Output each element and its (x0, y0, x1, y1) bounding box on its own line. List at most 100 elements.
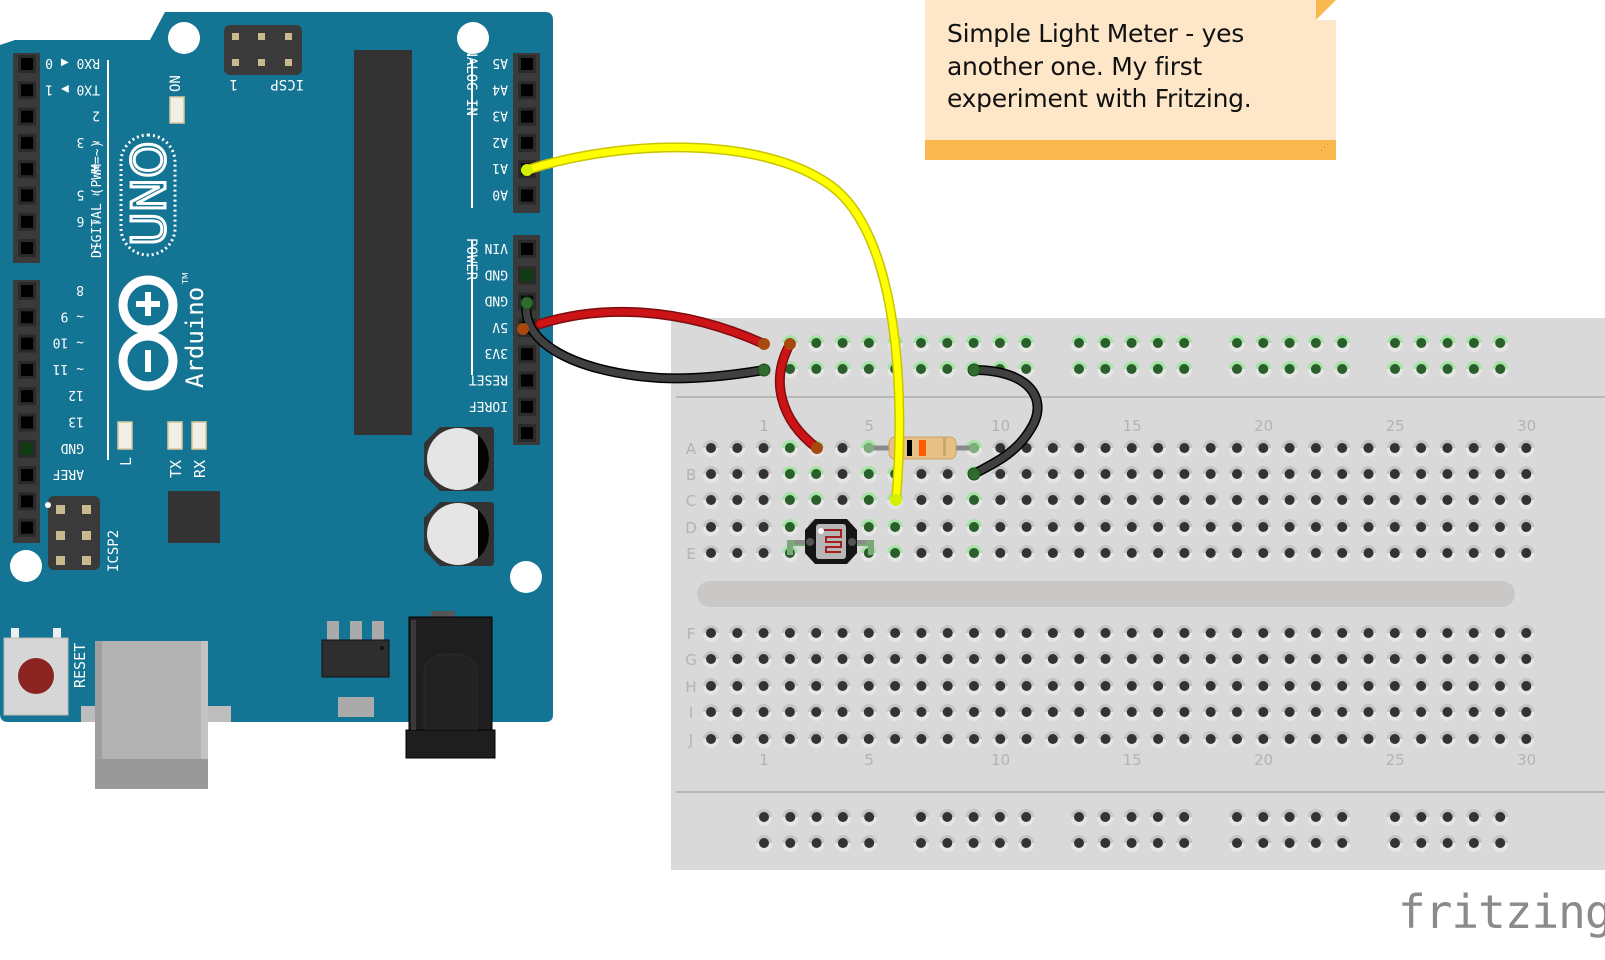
red-wire-5v[interactable] (517, 306, 770, 350)
power-rail-hole[interactable] (1123, 809, 1140, 826)
breadboard-hole[interactable] (729, 519, 746, 536)
breadboard-hole[interactable] (1360, 678, 1377, 695)
power-rail-hole[interactable] (1387, 361, 1403, 378)
power-rail-hole[interactable] (1307, 361, 1324, 378)
breadboard-hole[interactable] (755, 466, 772, 483)
power-rail-hole[interactable] (1176, 335, 1193, 352)
resize-grip-icon[interactable]: ⋰ (1320, 143, 1330, 153)
breadboard-hole[interactable] (860, 492, 877, 509)
breadboard-hole[interactable] (1334, 651, 1351, 668)
analog-pin-a3[interactable] (518, 107, 536, 126)
breadboard-hole[interactable] (1518, 651, 1535, 668)
breadboard-hole[interactable] (1229, 704, 1245, 721)
breadboard-hole[interactable] (1071, 625, 1088, 642)
breadboard-hole[interactable] (1150, 492, 1167, 509)
breadboard-hole[interactable] (1018, 466, 1035, 483)
breadboard-hole[interactable] (1281, 625, 1298, 642)
breadboard-hole[interactable] (860, 651, 877, 668)
breadboard-hole[interactable] (887, 704, 904, 721)
breadboard-hole[interactable] (1097, 519, 1114, 536)
breadboard-hole[interactable] (1150, 731, 1167, 748)
breadboard-hole[interactable] (703, 545, 719, 562)
breadboard-hole[interactable] (1439, 704, 1456, 721)
digital-pin[interactable] (18, 107, 36, 126)
breadboard-hole[interactable] (860, 625, 877, 642)
power-rail-hole[interactable] (1176, 835, 1193, 852)
breadboard-hole[interactable] (1360, 492, 1377, 509)
power-rail-hole[interactable] (913, 809, 929, 826)
breadboard-hole[interactable] (1281, 440, 1298, 457)
breadboard-hole[interactable] (781, 625, 798, 642)
breadboard-hole[interactable] (834, 731, 851, 748)
breadboard-hole[interactable] (834, 704, 851, 721)
breadboard-hole[interactable] (1255, 440, 1272, 457)
breadboard-hole[interactable] (1176, 704, 1193, 721)
breadboard-hole[interactable] (1255, 704, 1272, 721)
breadboard-hole[interactable] (703, 492, 719, 509)
breadboard-hole[interactable] (1018, 731, 1035, 748)
breadboard-hole[interactable] (1255, 545, 1272, 562)
breadboard-hole[interactable] (1465, 704, 1482, 721)
power-rail-hole[interactable] (991, 809, 1008, 826)
breadboard-hole[interactable] (1307, 492, 1324, 509)
breadboard-hole[interactable] (1176, 678, 1193, 695)
breadboard-hole[interactable] (1307, 678, 1324, 695)
breadboard-hole[interactable] (1307, 651, 1324, 668)
breadboard-hole[interactable] (1150, 625, 1167, 642)
power-rail-hole[interactable] (861, 835, 878, 852)
breadboard-hole[interactable] (1097, 625, 1114, 642)
breadboard-hole[interactable] (1018, 519, 1035, 536)
breadboard-hole[interactable] (939, 466, 956, 483)
breadboard-hole[interactable] (939, 704, 956, 721)
power-rail-hole[interactable] (1492, 809, 1509, 826)
breadboard-hole[interactable] (1123, 466, 1140, 483)
breadboard-hole[interactable] (939, 731, 956, 748)
power-rail-hole[interactable] (834, 835, 851, 852)
breadboard-hole[interactable] (781, 731, 798, 748)
breadboard-hole[interactable] (1360, 519, 1377, 536)
breadboard-hole[interactable] (1123, 440, 1140, 457)
digital-pin[interactable] (18, 492, 36, 511)
breadboard-hole[interactable] (1044, 625, 1061, 642)
breadboard-hole[interactable] (1334, 625, 1351, 642)
breadboard-hole[interactable] (755, 704, 772, 721)
analog-pin-a0[interactable] (518, 186, 536, 205)
power-rail-hole[interactable] (1334, 835, 1351, 852)
breadboard-hole[interactable] (781, 519, 798, 536)
breadboard-hole[interactable] (1492, 519, 1508, 536)
power-rail-hole[interactable] (1492, 361, 1509, 378)
power-rail-hole[interactable] (756, 835, 772, 852)
breadboard-hole[interactable] (1044, 440, 1061, 457)
breadboard-hole[interactable] (808, 678, 825, 695)
breadboard-hole[interactable] (1413, 492, 1430, 509)
breadboard-hole[interactable] (755, 545, 772, 562)
breadboard-hole[interactable] (992, 678, 1009, 695)
breadboard-hole[interactable] (1097, 440, 1114, 457)
breadboard-hole[interactable] (834, 492, 851, 509)
breadboard-hole[interactable] (1202, 731, 1219, 748)
breadboard-hole[interactable] (834, 651, 851, 668)
breadboard-hole[interactable] (1360, 440, 1377, 457)
breadboard-hole[interactable] (1439, 466, 1456, 483)
breadboard-hole[interactable] (1018, 651, 1035, 668)
breadboard-hole[interactable] (1518, 492, 1535, 509)
breadboard-hole[interactable] (966, 545, 982, 562)
breadboard-hole[interactable] (1123, 651, 1140, 668)
breadboard-hole[interactable] (1071, 704, 1088, 721)
power-rail-hole[interactable] (1413, 809, 1430, 826)
breadboard-hole[interactable] (913, 731, 930, 748)
breadboard-hole[interactable] (1044, 545, 1061, 562)
power-rail-hole[interactable] (1281, 809, 1298, 826)
breadboard-hole[interactable] (966, 678, 982, 695)
breadboard-hole[interactable] (703, 678, 719, 695)
power-rail-hole[interactable] (1387, 335, 1403, 352)
breadboard-hole[interactable] (729, 625, 746, 642)
digital-pin[interactable] (18, 160, 36, 179)
power-rail-hole[interactable] (808, 335, 825, 352)
breadboard-hole[interactable] (913, 651, 930, 668)
breadboard-hole[interactable] (729, 440, 746, 457)
breadboard-hole[interactable] (1492, 466, 1508, 483)
breadboard-hole[interactable] (1202, 625, 1219, 642)
power-rail-hole[interactable] (1229, 809, 1245, 826)
power-rail-hole[interactable] (860, 361, 877, 378)
